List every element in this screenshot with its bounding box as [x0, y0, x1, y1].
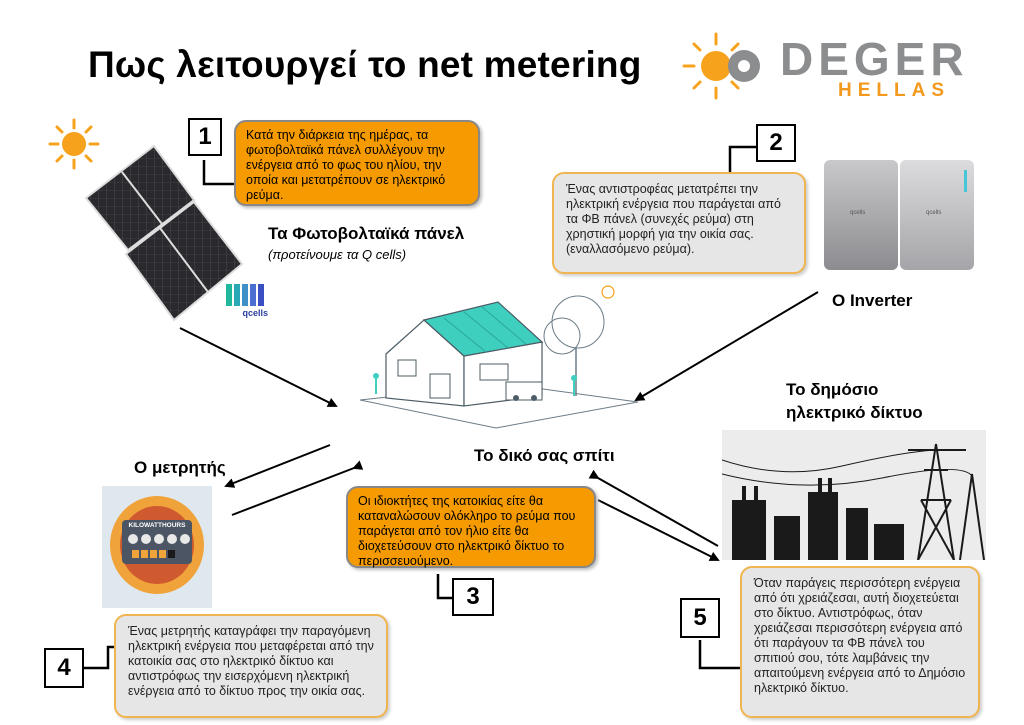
page-title: Πως λειτουργεί το net metering	[88, 44, 642, 85]
solar-panels-image	[84, 144, 244, 322]
connector-step1	[202, 160, 236, 186]
qcells-text: qcells	[242, 308, 268, 318]
arrow-house-grid-b	[597, 499, 720, 561]
step-2-number: 2	[756, 124, 796, 162]
step-4-number: 4	[44, 648, 84, 688]
logo-sub: HELLAS	[838, 80, 950, 101]
deger-logo: DEGER HELLAS	[676, 26, 976, 106]
arrow-house-to-meter	[224, 444, 331, 488]
logo-name: DEGER	[780, 33, 969, 85]
step-4-callout: Ένας μετρητής καταγράφει την παραγόμενη …	[114, 614, 388, 718]
power-grid-image	[722, 430, 986, 560]
panels-sublabel: (προτείνουμε τα Q cells)	[268, 247, 407, 262]
inverter-image: qcells qcells	[818, 152, 978, 276]
arrow-house-grid-a	[588, 469, 719, 547]
step-3-number: 3	[452, 578, 494, 616]
connector-step3	[436, 574, 453, 600]
step-3-callout: Οι ιδιοκτήτες της κατοικίας είτε θα κατα…	[346, 486, 596, 568]
meter-image: KILOWATTHOURS	[102, 486, 212, 608]
sun-logo-icon	[682, 32, 760, 100]
grid-label-line2: ηλεκτρικό δίκτυο	[786, 403, 923, 422]
panels-label: Τα Φωτοβολταϊκά πάνελ	[268, 224, 465, 243]
connector-step5	[698, 640, 742, 670]
inverter-label: O Inverter	[832, 291, 913, 310]
step-1-callout: Κατά την διάρκεια της ημέρας, τα φωτοβολ…	[234, 120, 480, 206]
house-label: Το δικό σας σπίτι	[474, 446, 615, 465]
step-5-number: 5	[680, 598, 720, 638]
arrow-panels-to-house	[179, 327, 338, 407]
step-2-callout: Ένας αντιστροφέας μετατρέπει την ηλεκτρι…	[552, 172, 806, 274]
arrow-inverter-to-house	[634, 291, 819, 402]
step-1-number: 1	[188, 118, 222, 156]
arrow-meter-to-house	[231, 460, 364, 516]
grid-label-line1: Το δημόσιο	[786, 380, 879, 399]
house-image	[359, 285, 639, 429]
step-5-callout: Όταν παράγεις περισσότερη ενέργεια από ό…	[740, 566, 980, 718]
meter-dials	[128, 534, 190, 544]
qcells-logo: qcells	[226, 284, 268, 324]
meter-label: Ο μετρητής	[134, 458, 226, 477]
sun-icon	[48, 118, 100, 170]
meter-kwh-label: KILOWATTHOURS	[128, 522, 186, 529]
